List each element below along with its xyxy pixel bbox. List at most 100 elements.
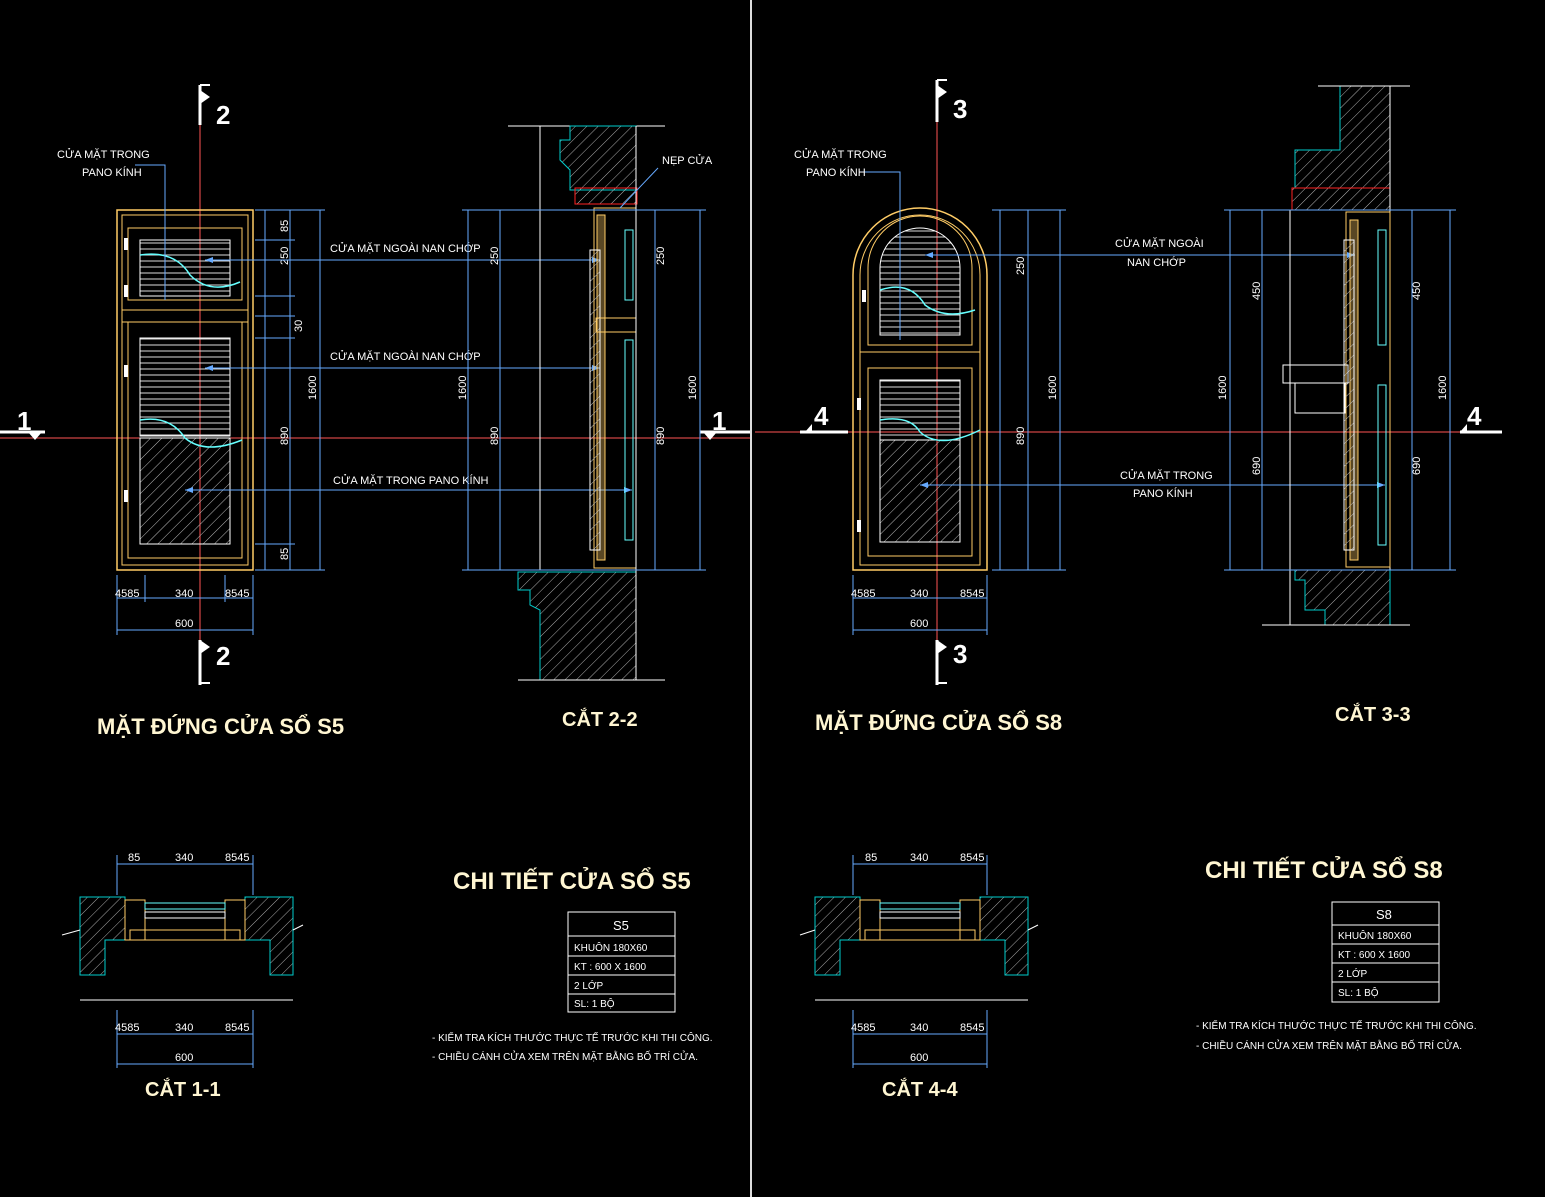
dim-600: 600 — [175, 618, 193, 630]
dim-890-sec-r: 890 — [655, 427, 667, 445]
s8-marker-right-label: 4 — [1467, 401, 1482, 431]
label-inner-3: CỬA MẶT TRONG PANO KÍNH — [333, 474, 489, 487]
s8-label-inner-glass: CỬA MẶT TRONG — [794, 148, 887, 161]
s8-table-row-4: SL: 1 BỘ — [1338, 986, 1379, 999]
dim-250-sec: 250 — [489, 247, 501, 265]
section-marker-4-left: 4 — [800, 401, 848, 434]
s8-elevation-title: MẶT ĐỨNG CỬA SỔ S8 — [815, 710, 1062, 735]
s8-label-outer-2: NAN CHỚP — [1127, 256, 1186, 269]
marker-top-label: 2 — [216, 100, 230, 130]
section-marker-3-bottom: 3 — [935, 639, 967, 685]
marker-left-label: 1 — [17, 406, 31, 436]
s8-marker-left-label: 4 — [814, 401, 829, 431]
s5-table-row-1: KHUÔN 180X60 — [574, 941, 648, 954]
s5-section-11 — [61, 855, 304, 1068]
s8-dim-250: 250 — [1015, 257, 1027, 275]
s5-note-2: - CHIỀU CÁNH CỬA XEM TRÊN MẶT BẰNG BỐ TR… — [432, 1049, 698, 1063]
label-outer-1: CỬA MẶT NGOÀI NAN CHỚP — [330, 242, 481, 255]
dim-4585-plan: 4585 — [115, 1022, 139, 1034]
label-inner-glass-2: PANO KÍNH — [82, 166, 142, 179]
s5-elevation — [0, 95, 750, 675]
s8-marker-bottom-label: 3 — [953, 639, 967, 669]
marker-bottom-label: 2 — [216, 641, 230, 671]
s8-table-header: S8 — [1376, 907, 1392, 922]
dim-1600-sec: 1600 — [687, 376, 699, 400]
s8-spec-table — [1331, 901, 1440, 1003]
s5-elevation-title: MẶT ĐỨNG CỬA SỔ S5 — [97, 714, 344, 739]
s8-elevation — [755, 95, 1500, 675]
s8-sec-dim-450: 450 — [1251, 282, 1263, 300]
dim-250-sec-r: 250 — [655, 247, 667, 265]
s8-dim-8545: 8545 — [960, 588, 984, 600]
s8-sec-dim-690: 690 — [1251, 457, 1263, 475]
s8-dim-340: 340 — [910, 588, 928, 600]
section-marker-4-right: 4 — [1460, 401, 1502, 434]
s8-sec-dim-450-r: 450 — [1411, 282, 1423, 300]
dim-340-plan-b: 340 — [175, 1022, 193, 1034]
s8-dim-890: 890 — [1015, 427, 1027, 445]
s8-dim-4585: 4585 — [851, 588, 875, 600]
s8-table-row-3: 2 LỚP — [1338, 967, 1367, 980]
s8-dim-8545-plan-b: 8545 — [960, 1022, 984, 1034]
s8-dim-85-plan: 85 — [865, 852, 877, 864]
s8-section-44 — [799, 855, 1039, 1068]
s8-dim-600: 600 — [910, 618, 928, 630]
s5-table-row-2: KT : 600 X 1600 — [574, 962, 647, 973]
s8-dim-340-plan-b: 340 — [910, 1022, 928, 1034]
s8-label-inner: CỬA MẶT TRONG — [1120, 469, 1213, 482]
s8-dim-340-plan: 340 — [910, 852, 928, 864]
dim-1600: 1600 — [307, 376, 319, 400]
s8-table-row-1: KHUÔN 180X60 — [1338, 929, 1412, 942]
dim-4585: 4585 — [115, 588, 139, 600]
s8-section-33-title: CẮT 3-3 — [1335, 702, 1411, 726]
s8-section-44-title: CẮT 4-4 — [882, 1077, 958, 1101]
s8-sec-dim-690-r: 690 — [1411, 457, 1423, 475]
dim-85: 85 — [279, 220, 291, 232]
dim-890: 890 — [279, 427, 291, 445]
s5-section-11-title: CẮT 1-1 — [145, 1077, 221, 1101]
s5-table-header: S5 — [613, 918, 629, 933]
dim-8545-plan: 8545 — [225, 852, 249, 864]
s8-sec-dim-1600: 1600 — [1217, 376, 1229, 400]
s8-dim-600-plan: 600 — [910, 1052, 928, 1064]
s8-detail-title: CHI TIẾT CỬA SỔ S8 — [1205, 855, 1443, 884]
s8-marker-top-label: 3 — [953, 94, 967, 124]
dim-890-sec: 890 — [489, 427, 501, 445]
section-marker-1-right: 1 — [700, 406, 750, 440]
s8-dim-4585-plan: 4585 — [851, 1022, 875, 1034]
dim-8545-plan-b: 8545 — [225, 1022, 249, 1034]
dim-85-plan: 85 — [128, 852, 140, 864]
section-marker-2-top: 2 — [198, 84, 230, 130]
s5-detail-title: CHI TIẾT CỬA SỔ S5 — [453, 866, 691, 895]
label-nep: NẸP CỬA — [662, 154, 713, 167]
s8-dim-8545-plan: 8545 — [960, 852, 984, 864]
label-outer-2: CỬA MẶT NGOÀI NAN CHỚP — [330, 350, 481, 363]
s5-leaders — [185, 257, 632, 493]
dim-340: 340 — [175, 588, 193, 600]
dim-600-plan: 600 — [175, 1052, 193, 1064]
s8-note-1: - KIỂM TRA KÍCH THƯỚC THỰC TẾ TRƯỚC KHI … — [1196, 1019, 1477, 1032]
s5-note-1: - KIỂM TRA KÍCH THƯỚC THỰC TẾ TRƯỚC KHI … — [432, 1031, 713, 1044]
dim-30: 30 — [293, 320, 305, 332]
s8-section-33 — [1224, 85, 1456, 626]
s8-dim-1600: 1600 — [1047, 376, 1059, 400]
dim-1600-sec-l: 1600 — [457, 376, 469, 400]
section-marker-3-top: 3 — [935, 79, 967, 124]
s8-label-outer: CỬA MẶT NGOÀI — [1115, 237, 1204, 250]
s8-label-inner-2: PANO KÍNH — [1133, 487, 1193, 500]
marker-right-label: 1 — [712, 406, 726, 436]
dim-8545: 8545 — [225, 588, 249, 600]
section-marker-2-bottom: 2 — [198, 640, 230, 685]
dim-250: 250 — [279, 247, 291, 265]
dim-85b: 85 — [279, 548, 291, 560]
label-inner-glass: CỬA MẶT TRONG — [57, 148, 150, 161]
s5-table-row-3: 2 LỚP — [574, 979, 603, 992]
s5-section-22 — [462, 125, 706, 681]
section-marker-1-left: 1 — [0, 406, 45, 440]
s8-note-2: - CHIỀU CÁNH CỬA XEM TRÊN MẶT BẰNG BỐ TR… — [1196, 1038, 1462, 1052]
s5-section-22-title: CẮT 2-2 — [562, 707, 638, 731]
s5-table-row-4: SL: 1 BỘ — [574, 997, 615, 1010]
s8-sec-dim-1600-r: 1600 — [1437, 376, 1449, 400]
s5-spec-table — [567, 911, 676, 1013]
